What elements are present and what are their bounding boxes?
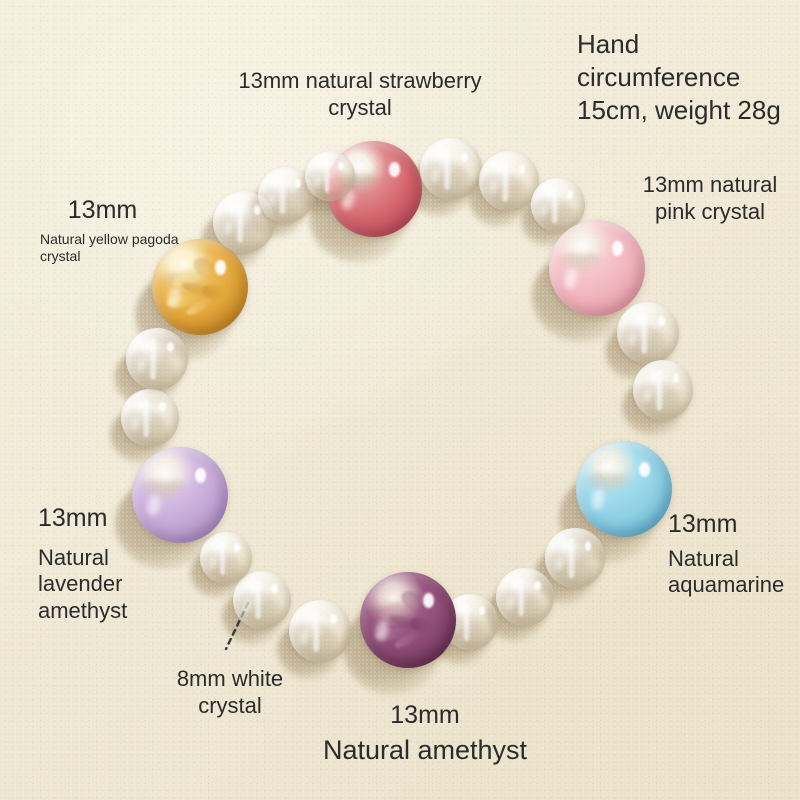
rose-quartz-bead xyxy=(549,220,645,316)
label-yellow-pagoda-size: 13mm xyxy=(67,196,138,224)
bead-highlight xyxy=(584,541,592,551)
bead-highlight-secondary xyxy=(129,417,140,432)
label-amethyst-text: Natural amethyst xyxy=(322,734,528,765)
bead-highlight xyxy=(566,189,573,199)
bead-highlight xyxy=(253,204,261,215)
label-white-crystal: 8mm white crystal xyxy=(176,666,284,718)
amethyst-bead xyxy=(360,572,456,668)
clear-bead xyxy=(289,600,351,662)
bead-highlight xyxy=(460,151,468,162)
clear-bead xyxy=(233,571,291,629)
clear-bead xyxy=(420,138,482,200)
bead-highlight-secondary xyxy=(146,493,163,518)
bead-highlight xyxy=(657,315,665,326)
label-lavender-text: Natural lavender amethyst xyxy=(38,544,128,624)
bead-highlight xyxy=(639,462,650,478)
label-amethyst: 13mm Natural amethyst xyxy=(300,700,550,766)
bead-highlight xyxy=(672,373,680,383)
clear-bead xyxy=(617,302,679,364)
bead-highlight-secondary xyxy=(504,596,515,611)
bead-highlight-secondary xyxy=(641,389,653,404)
bead-highlight-secondary xyxy=(374,618,391,643)
bead-highlight-secondary xyxy=(487,180,499,195)
hand-circumference-note: Hand circumference 15cm, weight 28g xyxy=(577,29,781,125)
bead-highlight xyxy=(338,162,344,170)
bead-highlight xyxy=(518,164,526,174)
bead-highlight xyxy=(478,606,486,616)
clear-bead xyxy=(305,151,355,201)
crystal-inclusions xyxy=(152,239,248,335)
lavender-amethyst-bead xyxy=(132,447,228,543)
bead-highlight-secondary xyxy=(207,557,217,571)
label-yellow-pagoda-text: Natural yellow pagoda crystal xyxy=(40,230,179,264)
bead-highlight-secondary xyxy=(222,221,233,237)
bead-highlight-secondary xyxy=(590,487,607,512)
bead-highlight-secondary xyxy=(266,194,276,208)
clear-bead xyxy=(479,151,539,211)
bead-highlight-secondary xyxy=(539,204,549,218)
label-amethyst-size: 13mm xyxy=(390,701,460,729)
bead-highlight xyxy=(329,613,337,624)
bead-highlight xyxy=(423,593,434,609)
bead-highlight xyxy=(166,341,174,352)
bead-highlight xyxy=(215,260,226,276)
bead-highlight xyxy=(294,179,302,189)
bead-highlight xyxy=(159,401,166,412)
clear-bead xyxy=(545,528,605,588)
bead-highlight xyxy=(271,583,278,594)
bead-highlight xyxy=(612,241,623,257)
clear-bead xyxy=(121,389,179,447)
citrine-bead xyxy=(152,239,248,335)
label-aquamarine: 13mm Natural aquamarine xyxy=(668,509,798,599)
bead-highlight xyxy=(234,543,241,552)
bead-highlight-secondary xyxy=(166,285,183,310)
clear-bead xyxy=(496,568,554,626)
clear-bead xyxy=(633,360,693,420)
crystal-inclusions xyxy=(360,572,456,668)
label-lavender-amethyst: 13mm Natural lavender amethyst xyxy=(38,503,198,625)
label-aquamarine-text: Natural aquamarine xyxy=(668,545,785,598)
aquamarine-bead xyxy=(576,441,672,537)
bead-highlight-secondary xyxy=(312,175,322,188)
label-pink-crystal: 13mm natural pink crystal xyxy=(642,172,778,224)
label-yellow-pagoda-crystal: 13mm Natural yellow pagoda crystal xyxy=(20,195,185,265)
bead-highlight xyxy=(389,162,400,178)
clear-bead xyxy=(531,178,585,232)
label-lavender-size: 13mm xyxy=(38,504,108,532)
bead-highlight-secondary xyxy=(553,557,565,572)
clear-bead xyxy=(200,532,252,584)
bead-highlight-secondary xyxy=(563,266,580,291)
bead-highlight xyxy=(534,580,541,591)
clear-bead xyxy=(126,328,188,390)
bead-highlight xyxy=(195,468,206,484)
bead-highlight-secondary xyxy=(241,599,252,614)
label-strawberry-crystal: 13mm natural strawberry crystal xyxy=(238,68,482,120)
bead-highlight-secondary xyxy=(429,168,440,184)
bead-highlight-secondary xyxy=(298,630,309,646)
bead-highlight-secondary xyxy=(135,358,146,374)
label-aquamarine-size: 13mm xyxy=(668,510,738,538)
bead-highlight-secondary xyxy=(626,332,637,348)
